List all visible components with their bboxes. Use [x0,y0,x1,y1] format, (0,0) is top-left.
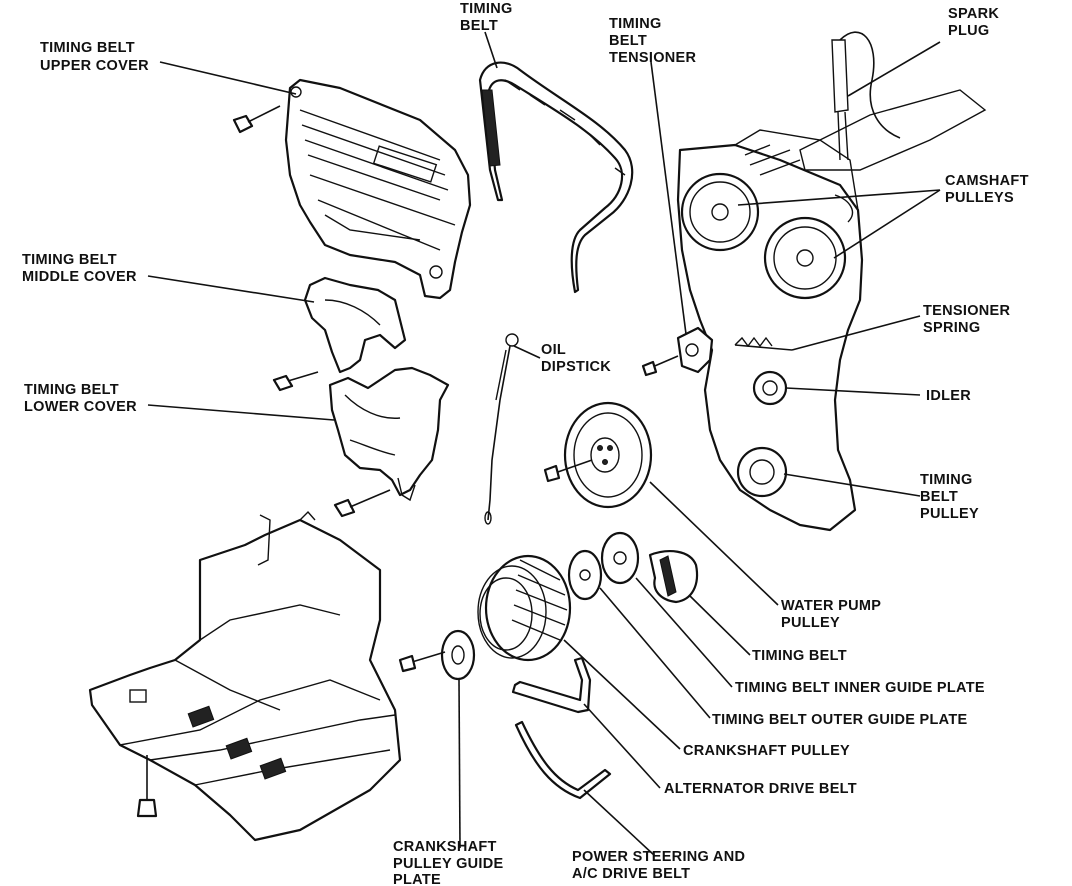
splash-shield-part [88,510,402,842]
engine-block-part [676,129,864,532]
label-timing-belt: TIMING BELT [752,648,847,664]
label-timing-belt-lower-cover: TIMING BELT LOWER COVER [24,382,137,415]
upper-cover-bolt [232,105,281,134]
water-pump-pulley-part [543,401,653,509]
middle-cover-bolt [272,371,319,392]
label-timing-belt-middle-cover: TIMING BELT MIDDLE COVER [22,252,137,285]
label-timing-belt-upper-cover: TIMING BELT UPPER COVER [40,40,149,74]
crank-guide-plate-part [398,629,476,681]
timing-belt-loop [478,61,634,294]
inner-guide-plate-part [600,531,640,585]
label-crankshaft-pulley: CRANKSHAFT PULLEY [683,743,850,759]
middle-cover-part [303,276,407,374]
splash-shield-bolt [136,755,158,818]
label-spark-plug: SPARK PLUG [948,6,1004,39]
crankshaft-pulley-part [477,554,572,662]
label-timing-belt-inner-guide-plate: TIMING BELT INNER GUIDE PLATE [735,680,985,696]
label-idler: IDLER [926,388,971,404]
leader-lines [147,31,941,857]
ps-ac-belt-part [514,720,612,800]
label-timing-belt-top: TIMING BELT [460,1,517,34]
label-timing-belt-tensioner: TIMING BELT TENSIONER [609,16,697,66]
alternator-belt-part [511,656,592,714]
label-oil-dipstick: OIL DIPSTICK [541,342,611,375]
label-crankshaft-pulley-guide-plate: CRANKSHAFT PULLEY GUIDE PLATE [393,839,508,886]
label-tensioner-spring: TENSIONER SPRING [923,303,1015,336]
outer-guide-plate-part [567,549,603,601]
tensioner-part [641,326,714,377]
label-timing-belt-pulley: TIMING BELT PULLEY [920,472,979,522]
tensioner-spring-part [734,336,773,348]
label-camshaft-pulleys: CAMSHAFT PULLEYS [945,173,1033,206]
spark-plug-part [799,31,987,171]
label-alternator-drive-belt: ALTERNATOR DRIVE BELT [664,781,857,797]
timing-belt-pulley-small-part [648,550,699,604]
lower-cover-part [328,366,450,502]
label-water-pump-pulley: WATER PUMP PULLEY [781,598,885,631]
lower-cover-bolt [333,489,391,518]
label-power-steering-ac-drive-belt: POWER STEERING AND A/C DRIVE BELT [572,849,750,882]
upper-cover-part [284,78,472,300]
oil-dipstick-part [484,333,519,525]
labels: TIMING BELT UPPER COVER TIMING BELT TIMI… [22,1,1033,886]
label-timing-belt-outer-guide-plate: TIMING BELT OUTER GUIDE PLATE [712,712,967,728]
